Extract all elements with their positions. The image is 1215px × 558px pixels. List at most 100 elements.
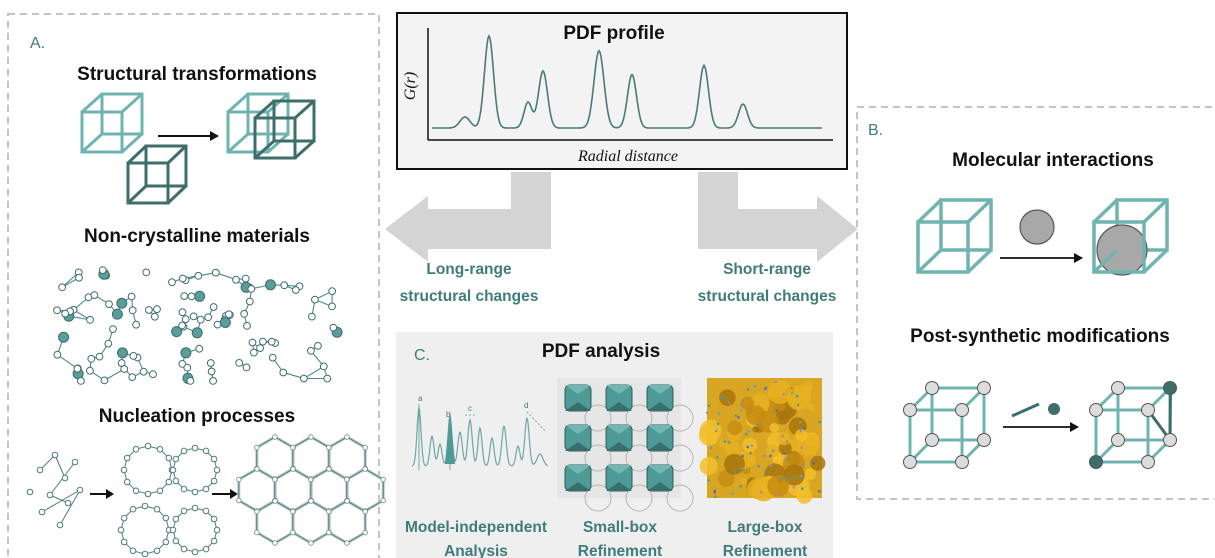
fragment-bond xyxy=(41,489,81,513)
metal-cluster xyxy=(646,384,674,412)
density-blob xyxy=(795,429,808,442)
network-node xyxy=(250,348,258,357)
atom-dot xyxy=(707,404,711,408)
guest-molecule xyxy=(1019,209,1055,245)
ring-node xyxy=(162,538,170,546)
small-box-label-line1: Small-box xyxy=(583,519,657,536)
hex-node xyxy=(236,476,242,483)
cluster-face xyxy=(606,465,632,474)
peak-a-label: a xyxy=(418,394,423,403)
hex-node xyxy=(308,476,314,483)
atom-dot xyxy=(709,446,713,450)
hex-node xyxy=(290,444,296,451)
network-node-filled xyxy=(265,279,276,291)
density-blob xyxy=(727,420,742,436)
modified-cube xyxy=(1089,381,1177,469)
large-box-label-line1: Large-box xyxy=(728,519,803,536)
hex-shadow xyxy=(255,499,295,545)
atom-dot xyxy=(746,387,750,391)
ring-node xyxy=(120,514,128,522)
network-node xyxy=(73,364,82,373)
ring-node xyxy=(153,505,161,513)
panel-b-border xyxy=(856,106,1215,500)
atom-dot xyxy=(783,452,786,455)
cube-light-after xyxy=(226,92,290,154)
cluster-face xyxy=(647,482,673,491)
hex-node xyxy=(326,444,332,451)
node xyxy=(925,433,939,447)
atom-dot xyxy=(746,445,749,449)
short-range-label-line1: Short-range xyxy=(723,261,811,278)
network-node xyxy=(323,374,332,383)
short-range-label-line2: structural changes xyxy=(698,288,837,305)
panel-b: B. Molecular interactions Post-synthetic… xyxy=(856,106,1215,500)
network-node xyxy=(189,312,198,321)
density-blob xyxy=(777,432,791,446)
node xyxy=(1111,381,1125,395)
network-node xyxy=(206,359,215,367)
fragment-node xyxy=(46,491,54,499)
fragment-node xyxy=(38,508,46,516)
network-node-filled xyxy=(116,297,128,309)
modification-reagents xyxy=(1011,402,1060,418)
cube-dark-after xyxy=(253,99,316,160)
ring-node xyxy=(202,485,210,493)
ring-node xyxy=(202,447,210,455)
atom-dot xyxy=(796,403,800,407)
honeycomb xyxy=(236,434,386,546)
network-node xyxy=(235,359,244,367)
network-node xyxy=(132,320,141,329)
modification-arrow xyxy=(1003,422,1079,432)
atom-dot xyxy=(713,491,717,494)
network-node xyxy=(247,285,256,293)
cluster-face xyxy=(647,385,673,394)
ring-node xyxy=(144,490,152,498)
pdf-profile-box: PDF profile G(r) Radial distance xyxy=(396,12,848,170)
ring-node xyxy=(180,447,188,455)
ring-node xyxy=(169,466,177,474)
ring-1 xyxy=(120,442,176,498)
hex-node xyxy=(272,498,278,504)
functionalized-node xyxy=(1163,381,1177,395)
long-range-label-line2: structural changes xyxy=(400,288,539,305)
hex-node xyxy=(236,497,242,504)
network-node xyxy=(178,360,187,368)
network-node xyxy=(311,295,319,304)
atom-dot xyxy=(790,391,794,395)
hex-node xyxy=(362,508,368,515)
network-node xyxy=(168,278,176,287)
network-node xyxy=(153,305,161,314)
cube-with-nodes xyxy=(903,381,991,469)
network-node-filled xyxy=(171,326,183,338)
network-node xyxy=(319,362,328,371)
density-blob xyxy=(740,477,747,485)
fragment-bond xyxy=(39,454,56,471)
ring-node xyxy=(172,455,180,463)
fragment-node xyxy=(56,521,64,529)
small-box-structure xyxy=(557,378,694,512)
network-node xyxy=(129,352,138,360)
atom-dot xyxy=(714,429,718,433)
density-blob xyxy=(783,464,805,486)
atom-dot xyxy=(777,493,781,497)
ring-node xyxy=(156,487,164,495)
long-range-arrow xyxy=(385,172,551,262)
atom-dot xyxy=(741,454,744,458)
atom-dot xyxy=(706,411,709,415)
network-node xyxy=(90,291,99,300)
panel-a-label: A. xyxy=(30,35,45,52)
hex-node xyxy=(290,466,296,472)
network-node xyxy=(95,352,104,361)
network-node xyxy=(100,376,109,385)
network-node xyxy=(75,273,83,282)
ring-4 xyxy=(169,504,221,556)
atom-dot xyxy=(786,458,789,461)
fragment-bond xyxy=(54,454,66,479)
long-range-label-line1: Long-range xyxy=(426,261,512,278)
metal-cluster xyxy=(564,384,592,412)
ring-node xyxy=(213,526,221,534)
ring-node xyxy=(202,545,210,553)
atom-dot xyxy=(723,440,727,443)
cluster-face xyxy=(606,425,632,434)
linker-ring xyxy=(666,484,694,512)
